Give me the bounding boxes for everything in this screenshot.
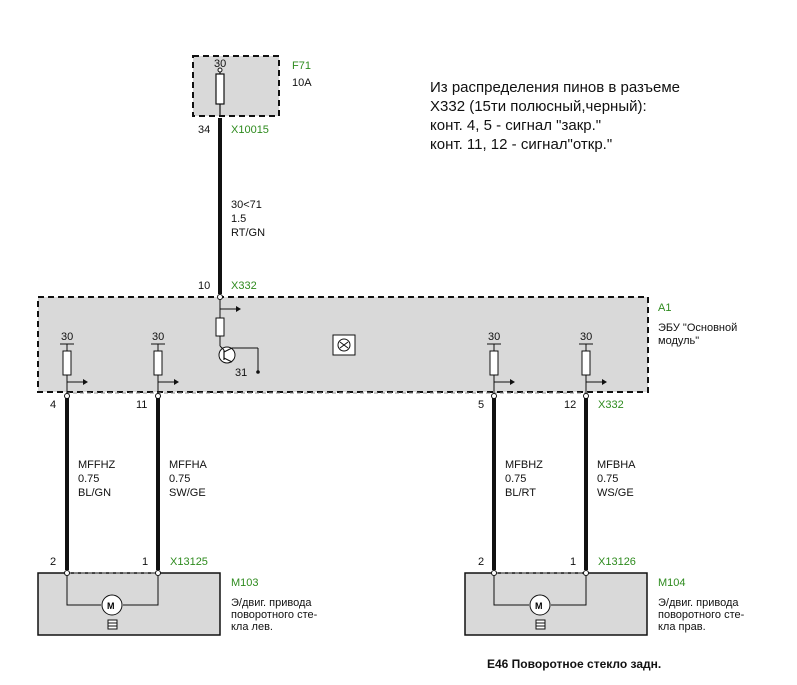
motor-pin-b-label: 1	[570, 556, 576, 568]
motor-id: M103	[231, 577, 259, 589]
ecu-id: A1	[658, 302, 671, 314]
motor-m104: 2 1 X13126 M M104 Э/двиг. привода поворо…	[464, 556, 745, 636]
motor-icon	[529, 594, 551, 616]
ecu-out-pin-label: 5	[478, 399, 484, 411]
fuse-rating: 10A	[292, 77, 312, 89]
motor-pin-a-label: 2	[478, 556, 484, 568]
ecu-label-line1: ЭБУ "Основной	[658, 322, 737, 334]
wire-gauge: 0.75	[597, 473, 618, 485]
ecu-output-stage: 30	[579, 331, 607, 393]
output-terminal-label: 30	[152, 331, 164, 343]
wire-color: SW/GE	[169, 487, 206, 499]
ecu-out-pin-label: 12	[564, 399, 576, 411]
control-unit-icon	[332, 334, 356, 356]
motor-desc-2: поворотного сте-	[231, 609, 318, 621]
wire-name: MFBHA	[597, 459, 636, 471]
motor-icon	[101, 594, 123, 616]
wire-name: MFBHZ	[505, 459, 543, 471]
wire-gauge: 0.75	[505, 473, 526, 485]
ecu-in-pin-label: 10	[198, 280, 210, 292]
note-line: Из распределения пинов в разъеме	[430, 79, 680, 96]
wire-gauge: 0.75	[169, 473, 190, 485]
ecu-output-stage: 30	[487, 331, 515, 393]
note-line: конт. 4, 5 - сигнал "закр."	[430, 117, 602, 134]
supply-wire-circuit: 30<71	[231, 199, 262, 211]
motor-pin-b-label: 1	[142, 556, 148, 568]
wire-name: MFFHA	[169, 459, 208, 471]
output-terminal-label: 30	[488, 331, 500, 343]
note-line: конт. 11, 12 - сигнал"откр."	[430, 136, 613, 153]
wire-color: WS/GE	[597, 487, 634, 499]
ecu-input-stage: 31	[215, 294, 260, 379]
output-terminal-label: 30	[580, 331, 592, 343]
fuse-terminal-label: 30	[214, 58, 226, 70]
motor-box	[37, 572, 221, 636]
fuse-connector-label: X10015	[231, 124, 269, 136]
harness-wires	[64, 393, 589, 570]
motor-desc-3: кла лев.	[231, 621, 273, 633]
ecu-connector-label-bottom: X332	[598, 399, 624, 411]
fuse-element	[215, 73, 225, 105]
note-line: X332 (15ти полюсный,черный):	[430, 98, 647, 115]
svg-text:M: M	[535, 601, 543, 611]
ecu-ground-label: 31	[235, 367, 247, 379]
ecu-out-pin-label: 4	[50, 399, 56, 411]
pinout-note: Из распределения пинов в разъеме X332 (1…	[430, 78, 680, 154]
motor-desc-1: Э/двиг. привода	[231, 597, 312, 609]
wire-name: MFFHZ	[78, 459, 116, 471]
ecu-connector-label-top: X332	[231, 280, 257, 292]
ecu-output-stage: 30	[60, 331, 88, 393]
supply-wire-gauge: 1.5	[231, 213, 246, 225]
diagram-caption: E46 Поворотное стекло задн.	[487, 657, 662, 671]
motor-id: M104	[658, 577, 686, 589]
supply-wire-color: RT/GN	[231, 227, 265, 239]
wire-gauge: 0.75	[78, 473, 99, 485]
motor-desc-2: поворотного сте-	[658, 609, 745, 621]
svg-text:M: M	[107, 601, 115, 611]
wire-color: BL/GN	[78, 487, 111, 499]
motor-m103: 2 1 X13125 M M103 Э/двиг. привода поворо…	[37, 556, 318, 636]
ecu-label-line2: модуль"	[658, 335, 699, 347]
fuse-box	[192, 55, 280, 117]
fuse-id: F71	[292, 60, 311, 72]
motor-gear-icon	[107, 619, 118, 630]
motor-box	[464, 572, 648, 636]
motor-desc-1: Э/двиг. привода	[658, 597, 739, 609]
ecu-output-stage: 30	[151, 331, 179, 393]
motor-connector-label: X13125	[170, 556, 208, 568]
motor-pin-a-label: 2	[50, 556, 56, 568]
motor-gear-icon	[535, 619, 546, 630]
fuse-pin-label: 34	[198, 124, 210, 136]
output-terminal-label: 30	[61, 331, 73, 343]
ecu-out-pin-label: 11	[136, 399, 147, 411]
ecu-output-stages: 30 30 30 30	[60, 331, 607, 393]
motor-desc-3: кла прав.	[658, 621, 706, 633]
motor-connector-label: X13126	[598, 556, 636, 568]
wire-color: BL/RT	[505, 487, 536, 499]
